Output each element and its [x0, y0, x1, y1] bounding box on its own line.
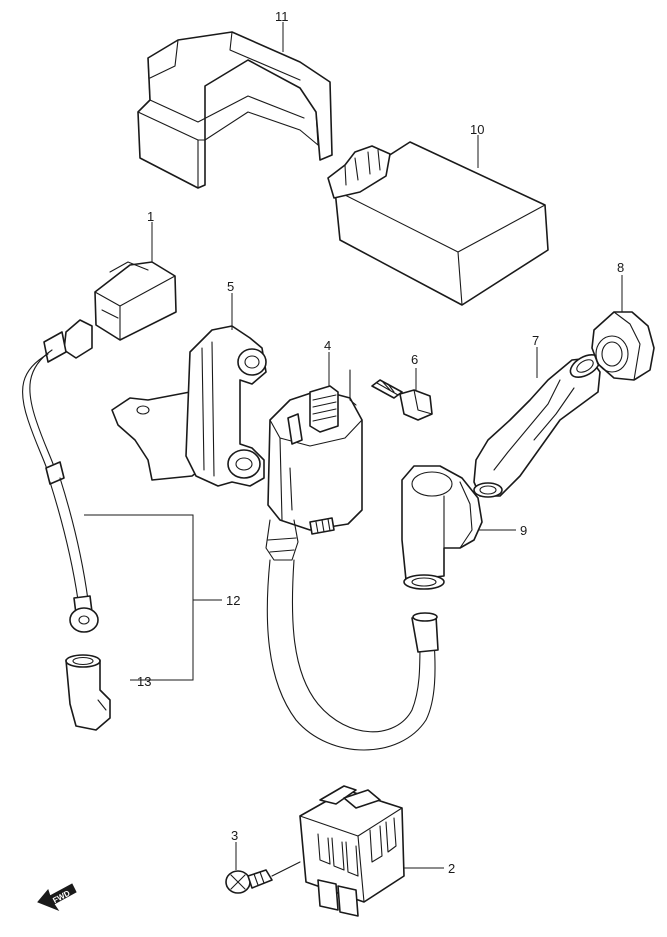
part-13-boot [65, 654, 111, 731]
part-9-elbow-boot [401, 465, 483, 590]
callout-5: 5 [227, 279, 234, 294]
callout-8: 8 [617, 260, 624, 275]
callout-2: 2 [448, 861, 455, 876]
fwd-arrow-icon: FWD [37, 883, 77, 912]
part-3-screw [225, 861, 301, 894]
callout-9: 9 [520, 523, 527, 538]
part-11-cover [137, 31, 333, 189]
part-2-regulator [299, 785, 405, 917]
part-6-bolt [371, 379, 433, 421]
callout-3: 3 [231, 828, 238, 843]
part-12-ground-wire [22, 349, 99, 633]
high-tension-lead [266, 559, 439, 751]
callout-4: 4 [324, 338, 331, 353]
part-8-ring [591, 311, 655, 381]
part-4-ignition-coil [265, 369, 363, 561]
callout-6: 6 [411, 352, 418, 367]
part-7-plug-cap [473, 354, 601, 498]
part-10-control-unit [327, 141, 549, 306]
part-1-connector [43, 261, 177, 363]
callout-12: 12 [226, 593, 240, 608]
callout-7: 7 [532, 333, 539, 348]
callout-10: 10 [470, 122, 484, 137]
part-5-bracket [111, 325, 267, 487]
callout-13: 13 [137, 674, 151, 689]
callout-1: 1 [147, 209, 154, 224]
callout-11: 11 [275, 9, 289, 24]
